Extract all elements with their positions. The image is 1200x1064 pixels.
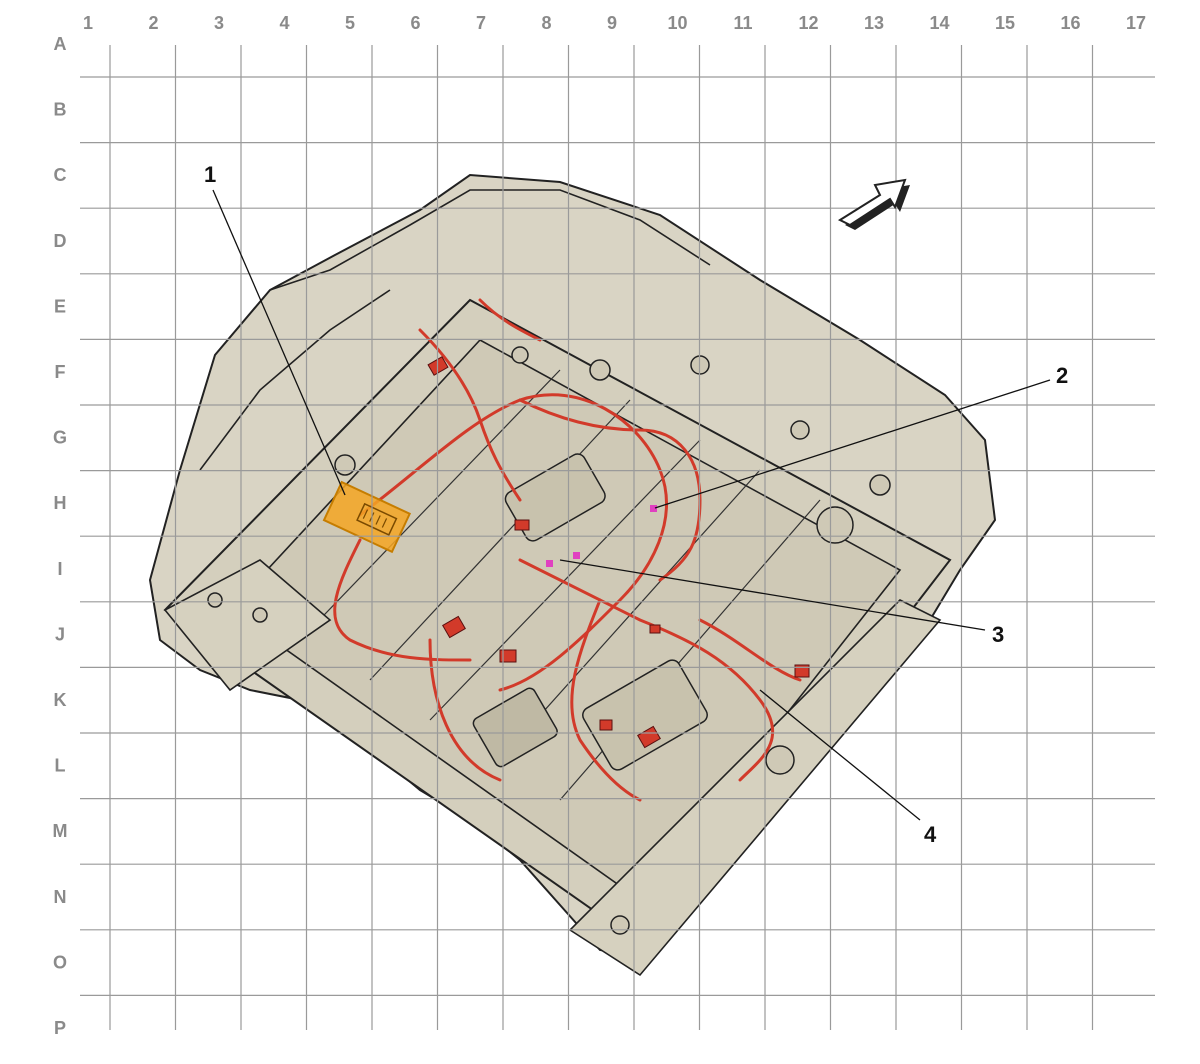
seat-illustration	[148, 173, 997, 977]
grid-column-label: 2	[148, 13, 158, 33]
grid-row-label: P	[54, 1018, 66, 1038]
seat-motor-lower	[582, 659, 708, 771]
grid-column-label: 10	[667, 13, 687, 33]
grid-row-label: C	[54, 165, 67, 185]
callout-3: 3	[992, 622, 1004, 647]
seat-frame-crossmembers	[299, 369, 821, 801]
grid-row-label: O	[53, 952, 67, 972]
grid-row-label: J	[55, 624, 65, 644]
grid-column-label: 7	[476, 13, 486, 33]
harness-connectors	[427, 356, 810, 749]
grid-row-label: I	[57, 559, 62, 579]
grid-column-label: 17	[1126, 13, 1146, 33]
grid-row-labels: A B C D E F G H I J K L M N O P	[53, 34, 68, 1038]
grid-row-label: F	[55, 362, 66, 382]
callout-4: 4	[924, 822, 937, 847]
grid-row-label: H	[54, 493, 67, 513]
grid-column-label: 9	[607, 13, 617, 33]
grid-column-label: 1	[83, 13, 93, 33]
grid-column-label: 13	[864, 13, 884, 33]
callout-2: 2	[1056, 363, 1068, 388]
grid-row-label: E	[54, 296, 66, 316]
grid-column-label: 12	[798, 13, 818, 33]
grid-column-label: 16	[1060, 13, 1080, 33]
callout-leaders	[212, 189, 1051, 821]
grid-column-label: 8	[541, 13, 551, 33]
forward-arrow-icon	[837, 178, 910, 230]
pin-markers	[546, 505, 657, 567]
grid-column-label: 6	[410, 13, 420, 33]
grid-column-label: 11	[733, 13, 752, 33]
grid-column-label: 5	[345, 13, 355, 33]
grid-row-label: G	[53, 428, 67, 448]
grid-row-label: L	[55, 756, 66, 776]
grid-column-label: 3	[214, 13, 224, 33]
grid-row-label: A	[54, 34, 67, 54]
grid-row-label: D	[54, 231, 67, 251]
grid-row-label: N	[54, 887, 67, 907]
grid-column-label: 14	[929, 13, 949, 33]
grid-row-label: B	[54, 100, 67, 120]
seat-back-contour	[199, 189, 711, 471]
seat-rail-right	[568, 599, 942, 977]
grid-row-label: K	[54, 690, 67, 710]
grid-row-label: M	[53, 821, 68, 841]
seat-rail-left	[163, 559, 332, 692]
wiring-harness	[333, 298, 802, 802]
callout-1: 1	[204, 162, 216, 187]
grid-column-label: 4	[279, 13, 289, 33]
grid-lines	[80, 45, 1155, 1030]
grid-column-label: 15	[995, 13, 1015, 33]
seat-module-left	[472, 687, 558, 768]
